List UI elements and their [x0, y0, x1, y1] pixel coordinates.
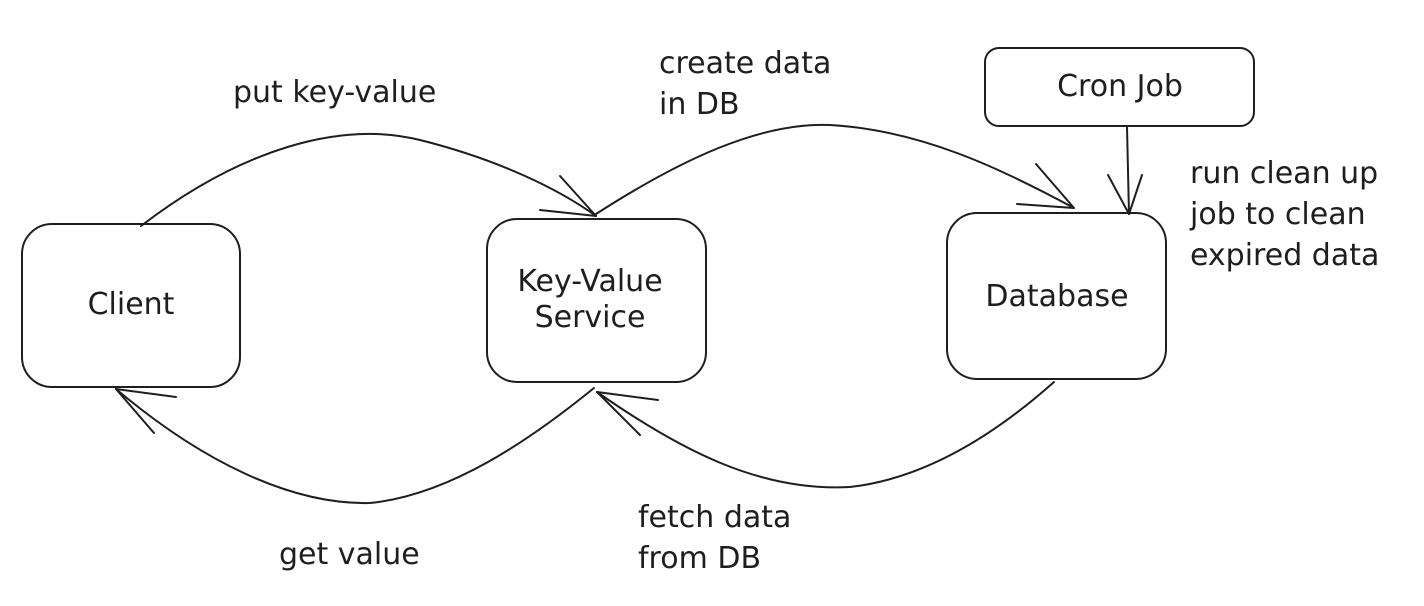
run-clean-up-label: run clean up job to clean expired data	[1190, 156, 1380, 273]
cron-job-arrowhead	[1107, 174, 1143, 215]
cron-job-node[interactable]	[984, 47, 1255, 127]
database-node[interactable]	[946, 212, 1167, 380]
cron-job-label: Cron Job	[1057, 69, 1183, 104]
get-value-label: get value	[279, 537, 420, 572]
create-data-arrow	[595, 123, 1075, 215]
client-label: Client	[87, 287, 175, 322]
put-key-value-label: put key-value	[233, 75, 437, 110]
cron-job-arrow	[1126, 126, 1130, 215]
fetch-data-arrow	[596, 381, 1055, 489]
create-data-label: create data in DB	[659, 46, 832, 122]
get-value-arrowhead	[115, 388, 177, 434]
database-label: Database	[985, 279, 1129, 314]
key-value-service-label: Key-Value Service	[517, 264, 663, 335]
create-data-arrowhead	[1016, 163, 1075, 209]
put-key-value-arrow	[140, 133, 597, 227]
client-node[interactable]	[21, 223, 241, 388]
key-value-service-node[interactable]	[486, 218, 707, 383]
put-key-value-arrowhead	[539, 175, 597, 217]
fetch-data-label: fetch data from DB	[638, 500, 792, 576]
fetch-data-arrowhead	[596, 391, 659, 436]
get-value-arrow	[115, 387, 595, 505]
